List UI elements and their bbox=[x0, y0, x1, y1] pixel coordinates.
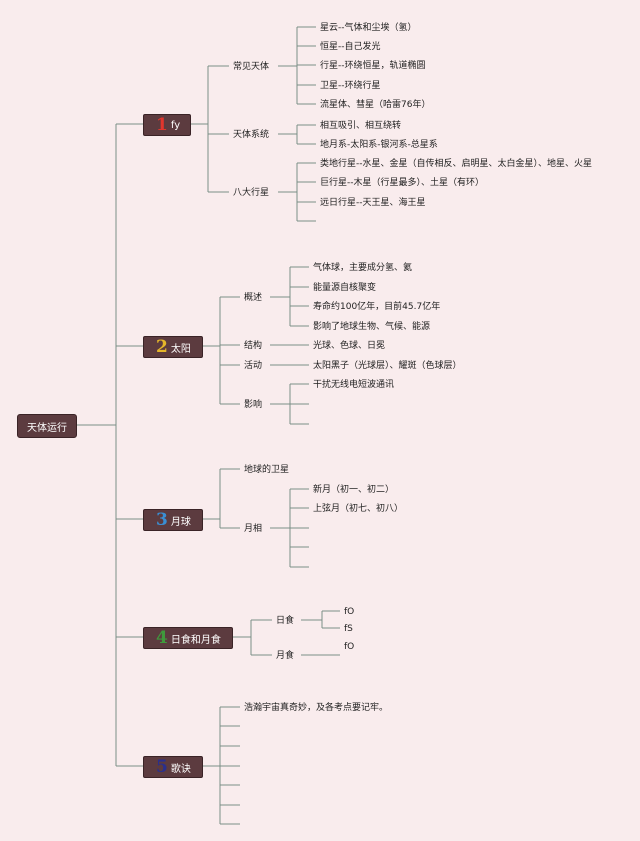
section-1-number: 1 bbox=[156, 115, 168, 135]
s4-branch-solar-eclipse[interactable]: 日食 bbox=[276, 616, 295, 626]
s4-leaf-solar-1[interactable]: fO bbox=[344, 607, 355, 617]
s3-branch-moon-phase[interactable]: 月相 bbox=[244, 524, 263, 534]
section-3-number: 3 bbox=[156, 510, 168, 530]
s2-branch-overview[interactable]: 概述 bbox=[244, 293, 263, 303]
s1-leaf-satellite[interactable]: 卫星--环绕行星 bbox=[320, 81, 381, 91]
section-3-title: 月球 bbox=[170, 516, 191, 528]
section-4-number: 4 bbox=[156, 628, 168, 648]
s1-branch-eight-planets[interactable]: 八大行星 bbox=[233, 188, 270, 198]
s4-branch-lunar-eclipse[interactable]: 月食 bbox=[276, 651, 295, 661]
s2-leaf-fusion[interactable]: 能量源自核聚变 bbox=[313, 283, 377, 293]
s1-leaf-terrestrial[interactable]: 类地行星--水星、金星（自传相反、启明星、太白金星）、地星、火星 bbox=[320, 159, 592, 169]
section-2-title: 太阳 bbox=[170, 343, 191, 355]
s1-leaf-distant[interactable]: 远日行星--天王星、海王星 bbox=[320, 198, 426, 208]
s4-leaf-solar-2[interactable]: fS bbox=[344, 624, 353, 634]
s1-leaf-system-hierarchy[interactable]: 地月系-太阳系-银河系-总星系 bbox=[320, 140, 438, 150]
s2-leaf-sunspots[interactable]: 太阳黑子（光球层）、耀斑（色球层） bbox=[313, 361, 462, 371]
section-3-node[interactable]: 3 月球 bbox=[143, 509, 203, 531]
section-1-title: fy bbox=[170, 119, 181, 131]
s3-leaf-first-quarter[interactable]: 上弦月（初七、初八） bbox=[313, 504, 404, 514]
section-2-number: 2 bbox=[156, 337, 168, 357]
s2-leaf-layers[interactable]: 光球、色球、日冕 bbox=[313, 341, 386, 351]
section-4-node[interactable]: 4 日食和月食 bbox=[143, 627, 233, 649]
section-1-node[interactable]: 1 fy bbox=[143, 114, 191, 136]
s5-verse-line-1[interactable]: 浩瀚宇宙真奇妙，及各考点要记牢。 bbox=[244, 703, 389, 713]
s2-leaf-gas-ball[interactable]: 气体球，主要成分氢、氦 bbox=[313, 263, 413, 273]
root-node[interactable]: 天体运行 bbox=[17, 414, 77, 438]
section-4-title: 日食和月食 bbox=[170, 634, 221, 646]
s2-branch-effects[interactable]: 影响 bbox=[244, 400, 263, 410]
section-5-number: 5 bbox=[156, 757, 168, 777]
s2-leaf-radio[interactable]: 干扰无线电短波通讯 bbox=[313, 380, 395, 390]
s3-leaf-new-moon[interactable]: 新月（初一、初二） bbox=[313, 485, 395, 495]
section-2-node[interactable]: 2 太阳 bbox=[143, 336, 203, 358]
s1-branch-celestial-system[interactable]: 天体系统 bbox=[233, 130, 270, 140]
s1-branch-common-bodies[interactable]: 常见天体 bbox=[233, 62, 270, 72]
s3-branch-earth-satellite[interactable]: 地球的卫星 bbox=[244, 465, 290, 475]
s2-branch-structure[interactable]: 结构 bbox=[244, 341, 263, 351]
s2-leaf-influence-earth[interactable]: 影响了地球生物、气候、能源 bbox=[313, 322, 431, 332]
s1-leaf-attraction[interactable]: 相互吸引、相互绕转 bbox=[320, 121, 402, 131]
s1-leaf-planet[interactable]: 行星--环绕恒星，轨道椭圆 bbox=[320, 61, 426, 71]
section-5-title: 歌诀 bbox=[170, 763, 191, 775]
s4-leaf-lunar-1[interactable]: fO bbox=[344, 642, 355, 652]
s2-leaf-lifespan[interactable]: 寿命约100亿年，目前45.7亿年 bbox=[313, 302, 441, 312]
s2-branch-activity[interactable]: 活动 bbox=[244, 361, 263, 371]
s1-leaf-giant[interactable]: 巨行星--木星（行星最多）、土星（有环） bbox=[320, 178, 484, 188]
s1-leaf-nebula[interactable]: 星云--气体和尘埃（氢） bbox=[320, 23, 417, 33]
s1-leaf-star[interactable]: 恒星--自己发光 bbox=[320, 42, 381, 52]
section-5-node[interactable]: 5 歌诀 bbox=[143, 756, 203, 778]
s1-leaf-meteor-comet[interactable]: 流星体、彗星（哈雷76年） bbox=[320, 100, 431, 110]
root-label: 天体运行 bbox=[27, 422, 67, 434]
